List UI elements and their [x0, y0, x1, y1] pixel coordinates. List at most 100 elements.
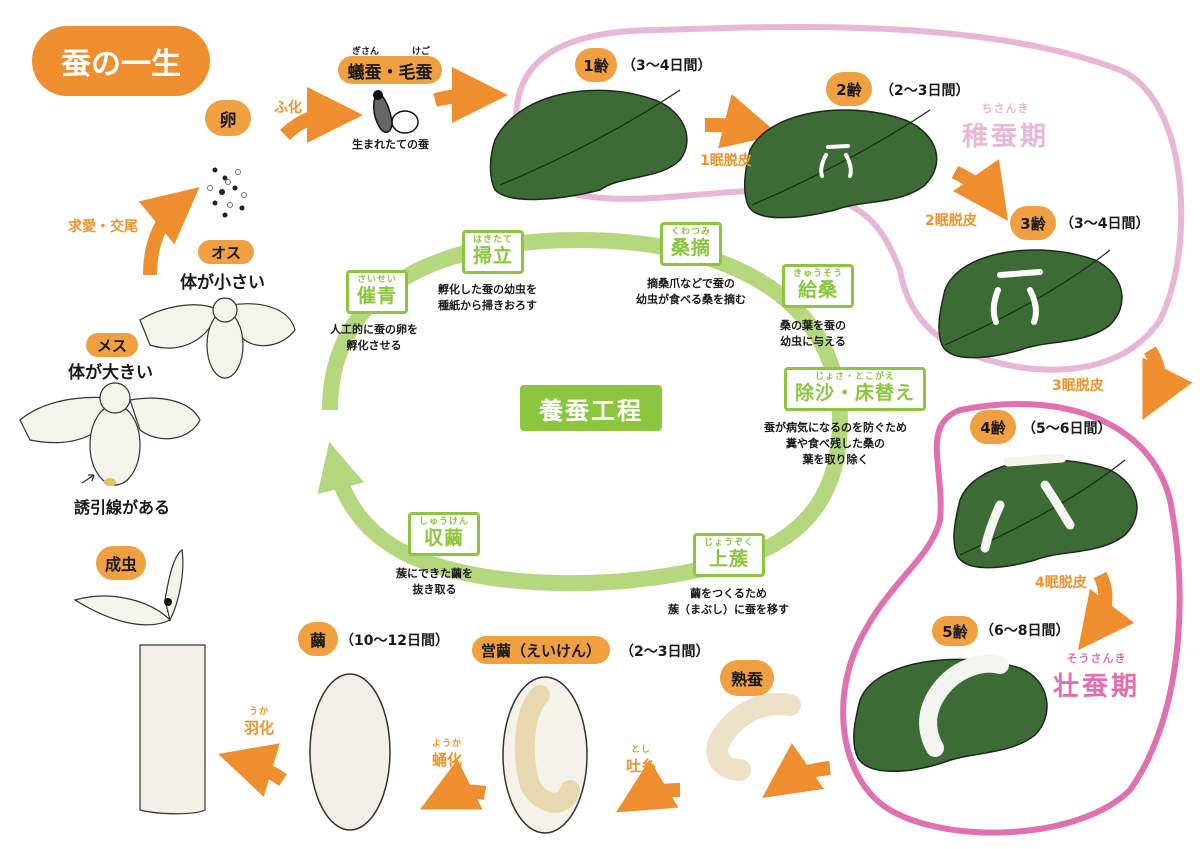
young-period-ruby: ちさんき [981, 102, 1030, 115]
process-step-kyuso: きゅうそう 給桑 [782, 264, 855, 308]
process-step-ruby: じょうぞく [704, 538, 755, 548]
desc-line: 蚕が病気になるのを防ぐため [764, 421, 907, 434]
molt-3-label: 3眠脱皮 [1052, 378, 1104, 394]
desc-line: 抜き取る [412, 582, 457, 596]
desc-line: 幼虫に与える [780, 334, 846, 348]
instar-5-duration: （6〜8日間） [980, 623, 1070, 639]
process-step-ruby: はきたて [473, 235, 514, 245]
process-step-title: 上蔟 [709, 547, 750, 570]
process-step-josa-tokogae: じょさ・とこがえ 除沙・床替え [784, 367, 927, 411]
spinning-ruby: とし [631, 745, 652, 755]
process-step-shuken: しゅうけん 収繭 [408, 512, 481, 556]
newborn-caption: 生まれたての蚕 [352, 138, 429, 151]
desc-line: 孵化した蚕の幼虫を [438, 283, 537, 296]
arrow-to-mature [762, 743, 831, 799]
process-step-title: 除沙・床替え [795, 381, 916, 404]
mating-label: 求愛・交尾 [68, 219, 138, 235]
cocoon-badge: 繭 [298, 622, 338, 656]
process-step-title: 給桑 [798, 278, 839, 301]
instar-1-badge: 1齢 [575, 48, 617, 82]
spinning-label: とし 吐糸 [626, 742, 656, 776]
mature-period-title: 壮蚕期 [1053, 672, 1141, 702]
eggs-illustration [207, 167, 247, 218]
process-step-desc: 摘桑爪などで蚕の 幼虫が食べる桑を摘む [636, 276, 746, 308]
emergence-title: 羽化 [244, 719, 275, 737]
leaf-instar2 [743, 109, 938, 219]
desc-line: 種紙から掃きおろす [438, 298, 537, 312]
desc-line: 葉を取り除く [802, 452, 869, 466]
page-title: 蚕の一生 [32, 26, 210, 96]
molt-1-label: 1眠脱皮 [700, 153, 752, 169]
newborn-ruby-right: けご [412, 47, 431, 57]
arrow-egg-to-hatch [280, 87, 363, 144]
arrow-molt1 [704, 94, 780, 149]
instar-1-duration: （3〜4日間） [622, 58, 712, 74]
leaf-instar4 [953, 453, 1138, 569]
desc-line: 糞や食べ残した桑の [786, 436, 885, 450]
adult-badge: 成虫 [96, 546, 146, 580]
desc-line: 桑の葉を蚕の [780, 319, 846, 332]
process-step-desc: 蔟にできた繭を 抜き取る [396, 566, 473, 598]
hatch-label: ふ化 [274, 100, 302, 116]
desc-line: 蔟にできた繭を [396, 567, 473, 580]
male-note: 体が小さい [180, 273, 265, 293]
process-ring-bottom [317, 441, 722, 592]
leaf-instar1 [489, 89, 688, 201]
young-period-outline [513, 23, 1185, 373]
mature-period-label: そうさんき 壮蚕期 [1053, 650, 1140, 703]
desc-line: 摘桑爪などで蚕の [647, 277, 735, 290]
arrow-molt2 [951, 159, 1009, 221]
cocoon-duration: （10〜12日間） [340, 633, 449, 649]
process-step-title: 桑摘 [671, 236, 712, 259]
female-note: 体が大きい [68, 363, 153, 383]
instar-2-badge: 2齢 [826, 72, 872, 106]
male-badge: オス [198, 240, 254, 264]
mature-silkworm-badge: 熟蚕 [720, 660, 774, 696]
male-moth-illustration [139, 297, 296, 379]
cocoon-making-illustration [502, 676, 588, 834]
process-step-desc: 人工的に蚕の卵を 孵化させる [330, 322, 418, 354]
desc-line: 蔟（まぶし）に蚕を移す [668, 602, 789, 616]
process-step-hakitate: はきたて 掃立 [462, 230, 525, 274]
emergence-ruby: うか [249, 707, 270, 717]
instar-5-badge: 5齢 [932, 616, 978, 646]
process-step-ruby: きゅうそう [793, 269, 844, 279]
instar-4-duration: （5〜6日間） [1022, 421, 1112, 437]
pointer-arrow-icon [81, 474, 95, 484]
female-pointer-note: 誘引線がある [74, 498, 171, 517]
desc-line: 幼虫が食べる桑を摘む [636, 292, 746, 306]
process-step-ruby: じょさ・とこがえ [815, 372, 896, 382]
pupation-label: ようか 蛹化 [432, 736, 462, 770]
newborn-ruby-left: ぎさん [352, 47, 380, 57]
process-step-title: 収繭 [424, 526, 465, 549]
process-step-ruby: くわつみ [671, 227, 712, 237]
mature-period-ruby: そうさんき [1066, 652, 1127, 665]
mature-silkworm-illustration [706, 693, 801, 781]
molt-2-label: 2眠脱皮 [925, 213, 977, 229]
desc-line: 人工的に蚕の卵を [330, 323, 418, 336]
arrow-emergence [218, 743, 287, 797]
arrow-molt3 [1142, 346, 1193, 421]
newborn-larva-illustration [373, 90, 419, 134]
arrow-spinning [615, 759, 681, 813]
instar-3-badge: 3齢 [1010, 206, 1056, 240]
molt-4-label: 4眠脱皮 [1035, 575, 1087, 591]
egg-badge: 卵 [205, 100, 251, 136]
process-step-desc: 蚕が病気になるのを防ぐため 糞や食べ残した桑の 葉を取り除く [764, 420, 907, 468]
process-step-desc: 孵化した蚕の幼虫を 種紙から掃きおろす [438, 282, 537, 314]
desc-line: 孵化させる [346, 338, 402, 352]
arrow-hatch-to-instar1 [433, 67, 508, 124]
cocoon-illustration [309, 673, 391, 831]
leaf-instar3 [938, 249, 1123, 359]
adult-moth-illustration [73, 548, 206, 815]
cocoon-making-duration: （2〜3日間） [620, 644, 710, 660]
pupation-title: 蛹化 [432, 751, 463, 769]
process-step-jozoku: じょうぞく 上蔟 [693, 533, 766, 577]
newborn-badge: 蟻蚕・毛蚕 [338, 56, 442, 84]
process-step-kuwatsumi: くわつみ 桑摘 [660, 222, 723, 266]
process-step-saisei: さいせい 催青 [346, 270, 409, 314]
arrow-pupation [419, 759, 487, 810]
instar-4-badge: 4齢 [970, 410, 1016, 444]
young-period-label: ちさんき 稚蚕期 [962, 100, 1049, 153]
